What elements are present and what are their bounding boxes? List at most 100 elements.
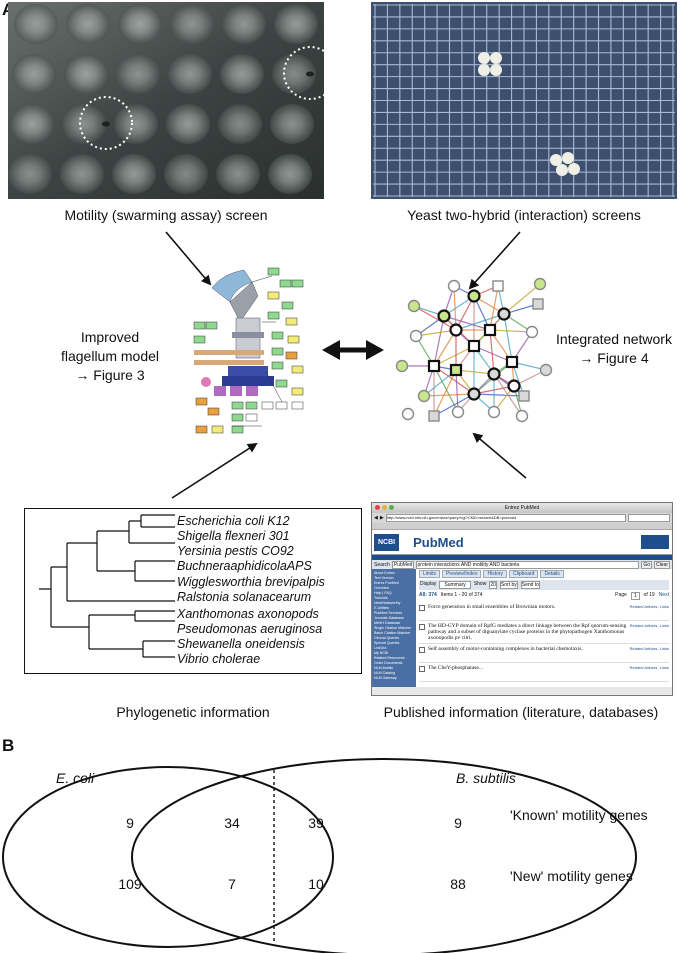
tab-details[interactable]: Details (540, 570, 564, 578)
sidebar-link[interactable]: Tutorials (374, 596, 388, 600)
result-title[interactable]: The HD-GYP domain of RpfG mediates a dir… (428, 623, 627, 641)
network-edge (433, 315, 445, 367)
sidebar-link[interactable]: NLM Gateway (374, 676, 397, 680)
network-node (467, 289, 481, 303)
flagellum-model-diagram (192, 262, 316, 436)
display-select[interactable]: Summary (439, 581, 471, 589)
sidebar-link[interactable]: About Entrez (374, 571, 395, 575)
result-checkbox[interactable] (419, 605, 425, 611)
species-label: Vibrio cholerae (177, 652, 261, 667)
protein-box (267, 311, 280, 320)
browser-titlebar: Entrez PubMed (372, 503, 672, 513)
network-node (451, 405, 465, 419)
network-node (401, 407, 415, 421)
items-text: Items 1 - 20 of 374 (440, 592, 483, 598)
sidebar-link[interactable]: Special Queries (374, 641, 400, 645)
result-checkbox[interactable] (419, 666, 425, 672)
result-title[interactable]: Self assembly of motor-containing comple… (428, 646, 583, 652)
display-bar: Display Summary Show 20 Sort by Send to (419, 580, 669, 590)
plate-well (118, 4, 162, 44)
related-articles-link[interactable]: Related Articles, Links (629, 646, 669, 651)
network-edge (433, 369, 457, 417)
google-search-field[interactable] (628, 514, 670, 522)
sort-select[interactable]: Sort by (499, 581, 518, 589)
sidebar-link[interactable]: My NCBI (374, 651, 389, 655)
venn-known-ecoli-only: 9 (126, 815, 134, 831)
go-button[interactable]: Go (641, 560, 653, 569)
tab-history[interactable]: History (483, 570, 508, 578)
sidebar-link[interactable]: Batch Citation Matcher (374, 631, 411, 635)
next-link[interactable]: Next (658, 592, 669, 598)
sidebar-link[interactable]: NLM Mobile (374, 666, 394, 670)
related-articles-link[interactable]: Related Articles, Links (629, 623, 669, 628)
network-edge (503, 283, 541, 315)
result-title[interactable]: The CheY-phosphatase... (428, 665, 483, 671)
tab-clipboard[interactable]: Clipboard (509, 570, 539, 578)
close-icon[interactable] (375, 505, 380, 510)
protein-box (279, 279, 292, 288)
sidebar-link[interactable]: Help | FAQ (374, 591, 392, 595)
plate-well (270, 104, 314, 144)
maximize-icon[interactable] (389, 505, 394, 510)
venn-new-bsubtilis-only: 88 (450, 876, 466, 892)
venn-known-shared-left: 34 (224, 815, 240, 831)
network-node (487, 367, 501, 381)
show-select[interactable]: 20 (489, 581, 497, 589)
related-articles-link[interactable]: Related Articles, Links (629, 665, 669, 670)
results-all-tab[interactable]: All: 374 (419, 592, 437, 598)
result-row: Self assembly of motor-containing comple… (419, 644, 669, 663)
related-articles-link[interactable]: Related Articles, Links (629, 604, 669, 609)
tab-limits[interactable]: Limits (419, 570, 441, 578)
protein-box (275, 401, 288, 410)
sidebar-link[interactable]: LinkOut (374, 646, 387, 650)
sidebar-link[interactable]: Overview (374, 586, 389, 590)
sidebar-link[interactable]: Single Citation Matcher (374, 626, 412, 630)
sidebar-link[interactable]: New/Noteworthy (374, 601, 401, 605)
search-query-input[interactable]: protein interactions AND motility AND ba… (416, 560, 640, 569)
result-checkbox[interactable] (419, 624, 425, 630)
page-label: Page (615, 592, 627, 598)
sidebar-link[interactable]: MeSH Database (374, 621, 401, 625)
sidebar-link[interactable]: Order Documents (374, 661, 403, 665)
result-title[interactable]: Force generation in small ensembles of B… (428, 604, 556, 610)
plate-well (60, 154, 104, 194)
search-bar: Search PubMed protein interactions AND m… (372, 560, 672, 569)
arrow-motility-to-flagellum (165, 231, 212, 286)
clear-button[interactable]: Clear (654, 560, 670, 569)
minimize-icon[interactable] (382, 505, 387, 510)
sidebar-link[interactable]: NLM Catalog (374, 671, 395, 675)
arrow-pubmed-to-network (472, 432, 527, 479)
network-node (437, 309, 451, 323)
result-checkbox[interactable] (419, 647, 425, 653)
sidebar-link[interactable]: Related Resources (374, 656, 405, 660)
results-count-bar: All: 374 Items 1 - 20 of 374 Page 1 of 1… (419, 592, 669, 600)
back-icon[interactable]: ◀ (374, 515, 378, 521)
sidebar-link[interactable]: Text Version (374, 576, 394, 580)
plate-well (112, 154, 156, 194)
plate-well (216, 154, 260, 194)
search-db-select[interactable]: PubMed (391, 560, 415, 569)
my-ncbi-box[interactable] (641, 535, 669, 549)
network-node (525, 325, 539, 339)
bookmarks-bar (372, 523, 672, 530)
plate-well (66, 4, 110, 44)
pubmed-logo[interactable]: PubMed (413, 534, 464, 550)
send-select[interactable]: Send to (520, 581, 540, 589)
forward-icon[interactable]: ▶ (379, 515, 384, 521)
page-input[interactable]: 1 (630, 592, 640, 600)
sidebar-link[interactable]: E-Utilities (374, 606, 390, 610)
protein-box (193, 321, 206, 330)
sidebar-link[interactable]: PubMed Services (374, 611, 403, 615)
sidebar-link[interactable]: Journals Database (374, 616, 404, 620)
network-node (447, 279, 461, 293)
protein-box (267, 291, 280, 300)
network-node (533, 277, 547, 291)
result-row: The HD-GYP domain of RpfG mediates a dir… (419, 621, 669, 644)
sidebar-link[interactable]: Entrez PubMed (374, 581, 399, 585)
ncbi-logo[interactable]: NCBI (374, 533, 400, 551)
plate-well (168, 54, 212, 94)
url-field[interactable]: http://www.ncbi.nlm.nih.gov/entrez/query… (385, 514, 626, 522)
pubmed-results: Force generation in small ensembles of B… (419, 602, 669, 682)
sidebar-link[interactable]: Clinical Queries (374, 636, 400, 640)
tab-preview-index[interactable]: Preview/Index (442, 570, 482, 578)
